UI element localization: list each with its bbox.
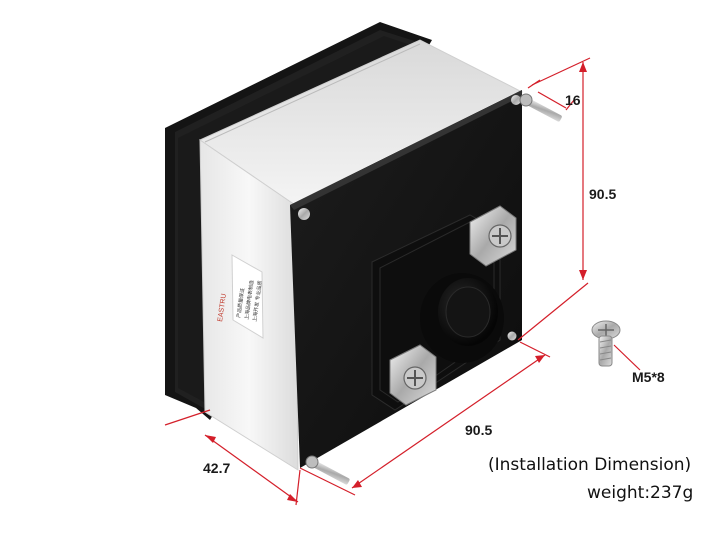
dimension-lines (164, 57, 641, 506)
m5-screw-icon (591, 320, 621, 367)
terminal-lower (389, 344, 437, 406)
corner-screw-icon (507, 331, 517, 341)
width-label: 90.5 (465, 422, 493, 438)
width-dimension-line (351, 354, 546, 489)
stud-dimension-line (537, 91, 567, 109)
weight-caption: weight:237g (587, 483, 694, 503)
installation-caption: (Installation Dimension) (488, 455, 692, 475)
side-label: EASTRU 产品质量保证 上海品牌电表制造 上海开发 专业品质 (217, 254, 264, 339)
stud-length-label: 16 (565, 92, 581, 108)
depth-dimension-line (204, 434, 299, 503)
brand-logo: EASTRU (217, 293, 228, 322)
mounting-stud-lower (305, 455, 350, 485)
screw-size-label: M5*8 (632, 369, 665, 385)
label-line-1: 产品质量保证 (235, 288, 246, 319)
mounting-stud-upper (519, 93, 562, 122)
height-label: 90.5 (589, 186, 617, 202)
terminal-upper (469, 205, 517, 267)
adjust-knob (420, 273, 504, 363)
depth-label: 42.7 (203, 460, 231, 476)
corner-screw-icon (511, 95, 521, 105)
corner-screw-icon (298, 208, 310, 220)
housing-side: EASTRU 产品质量保证 上海品牌电表制造 上海开发 专业品质 (199, 139, 299, 471)
